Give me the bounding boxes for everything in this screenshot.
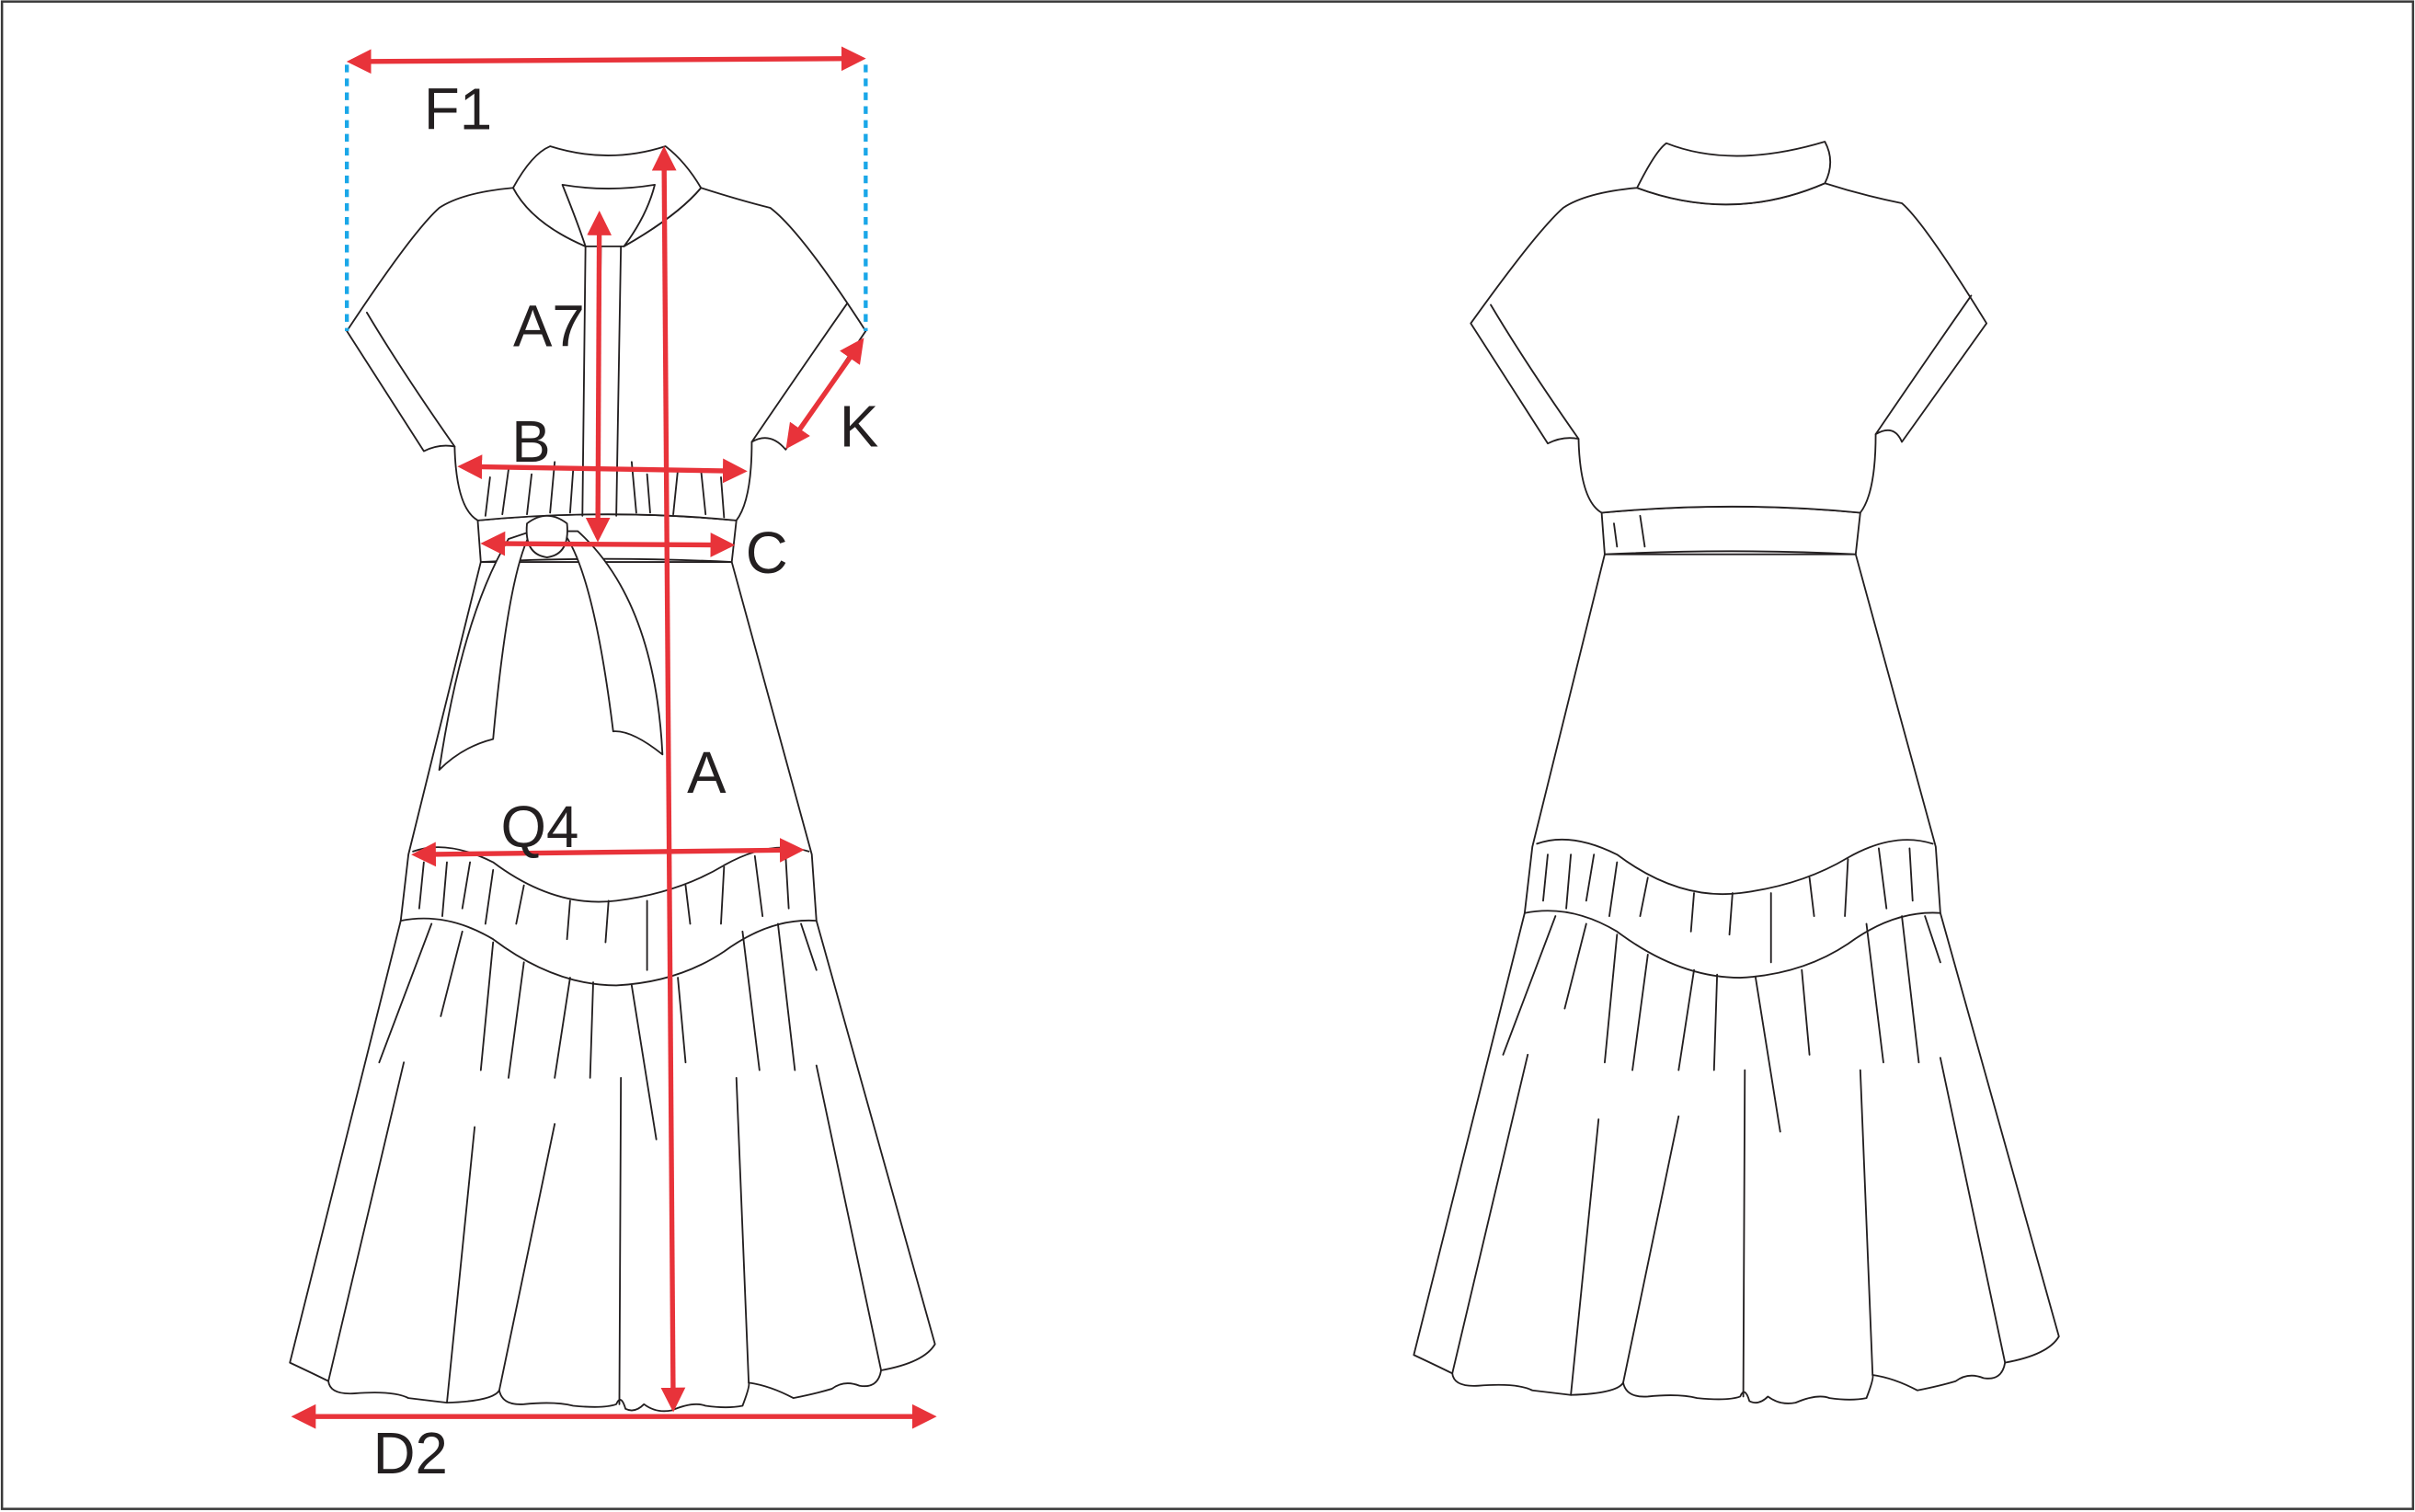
label-f1: F1 — [424, 77, 492, 143]
k-arrow — [785, 338, 864, 450]
label-a7: A7 — [513, 294, 585, 360]
f1-arrow — [346, 46, 866, 74]
label-q4: Q4 — [501, 795, 579, 860]
back-gather-lines — [1451, 847, 2007, 1398]
back-waistband — [1600, 505, 1861, 556]
back-collar — [1636, 141, 1832, 206]
front-sash-knot — [525, 514, 568, 558]
back-bodice — [1470, 182, 1988, 514]
c-arrow — [480, 531, 736, 557]
dress-back-view — [1413, 141, 2060, 1404]
label-c: C — [746, 521, 788, 586]
measurement-annotations: F1 A7 B K C A Q4 D2 — [291, 46, 937, 1486]
front-sash — [438, 530, 664, 771]
back-sleeve-cuffs — [1490, 294, 1973, 441]
label-b: B — [511, 409, 550, 475]
b-arrow — [457, 454, 748, 484]
back-yoke-upper — [1536, 838, 1934, 896]
back-waist-marks — [1613, 514, 1646, 548]
a7-arrow — [585, 211, 612, 543]
label-k: K — [840, 394, 878, 459]
label-d2: D2 — [373, 1421, 448, 1486]
q4-arrow — [411, 837, 805, 867]
a-arrow — [651, 145, 686, 1413]
label-a: A — [687, 740, 727, 806]
back-skirt — [1413, 553, 2060, 1404]
back-yoke-lower — [1523, 910, 1941, 979]
front-yoke-lower — [399, 917, 818, 987]
